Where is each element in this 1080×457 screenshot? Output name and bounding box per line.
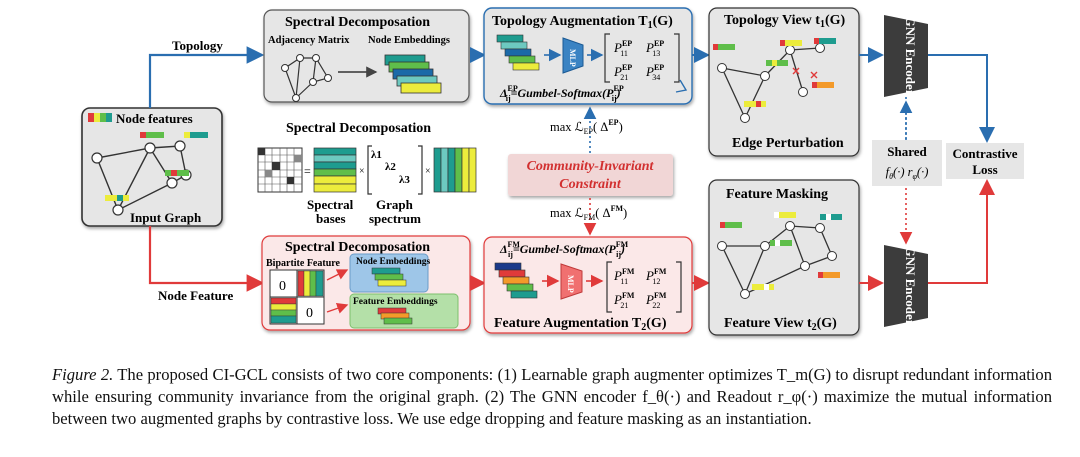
caption-figure-label: Figure 2. <box>52 365 114 384</box>
input-graph-feature-chips <box>105 132 208 201</box>
graph-spectrum-label-1: Graph <box>376 197 414 212</box>
contrastive-loss-box: Contrastive Loss <box>946 143 1024 179</box>
node-feature-icon <box>88 113 112 122</box>
community-constraint-line-1: Community-Invariant <box>527 159 655 174</box>
shared-parameters-box: Shared fθ(·) rφ(·) <box>872 140 942 186</box>
caption-text: The proposed CI-GCL consists of two core… <box>52 365 1053 428</box>
shared-functions: fθ(·) rφ(·) <box>886 165 929 181</box>
svg-text:×: × <box>425 166 431 177</box>
topology-arrow: Topology <box>148 38 265 108</box>
spectral-bases-transpose <box>433 147 477 193</box>
node-embeddings-label: Node Embeddings <box>368 35 450 46</box>
gnn-encoder-top: GNN Encoder <box>884 15 928 97</box>
feature-view-panel: Feature Masking Feature View t2(G) <box>708 179 860 336</box>
bipartite-zero-top: 0 <box>279 279 286 294</box>
figure-caption: Figure 2. The proposed CI-GCL consists o… <box>52 364 1052 430</box>
input-graph-panel: Node features Input Graph <box>81 107 223 227</box>
gnn-encoder-bottom: GNN Encoder <box>884 245 928 327</box>
community-invariant-constraint-box: Community-Invariant Constraint <box>508 154 673 196</box>
adjacency-grid-icon <box>257 147 303 193</box>
mlp-block-top: MLP <box>562 37 584 74</box>
ci-gcl-architecture-diagram: Node features Input Graph Topology Node … <box>81 7 1024 336</box>
spectral-bottom-panel: Spectral Decomposation Bipartite Feature… <box>261 235 471 331</box>
feature-augmentation-title: Feature Augmentation T2(G) <box>494 316 667 333</box>
mlp-label-bottom: MLP <box>566 275 575 293</box>
adjacency-label: Adjacency Matrix <box>268 35 350 46</box>
node-feature-arrow: Node Feature <box>148 226 265 303</box>
spectral-bases-label-2: bases <box>316 211 346 226</box>
mlp-block-bottom: MLP <box>560 263 583 300</box>
community-constraint-line-2: Constraint <box>559 177 622 192</box>
feature-masking-label: Feature Masking <box>726 187 828 202</box>
bipartite-label: Bipartite Feature <box>266 258 341 269</box>
node-embeddings-mini-label: Node Embeddings <box>356 257 430 267</box>
contrastive-label-2: Loss <box>972 162 997 177</box>
spectral-bases-label-1: Spectral <box>307 197 354 212</box>
bipartite-zero-bottom: 0 <box>306 306 313 321</box>
node-feature-label: Node Feature <box>158 288 233 303</box>
topology-label: Topology <box>172 38 223 53</box>
shared-label: Shared <box>887 144 927 159</box>
topology-view-title: Topology View t1(G) <box>724 13 846 30</box>
spectral-bottom-title: Spectral Decomposation <box>285 240 430 255</box>
input-graph-label: Input Graph <box>130 210 202 225</box>
node-features-title: Node features <box>116 111 193 126</box>
max-fm-objective: max ℒFM( ΔFM) <box>550 204 627 222</box>
feature-embeddings-mini-panel: Feature Embeddings <box>349 293 459 329</box>
node-embeddings-mini-panel: Node Embeddings <box>349 253 430 293</box>
spectral-top-panel: Spectral Decomposation Adjacency Matrix … <box>263 9 470 103</box>
spectral-middle-title: Spectral Decomposation <box>286 121 431 136</box>
bipartite-matrix: 0 0 <box>269 269 325 325</box>
edge-perturbation-label: Edge Perturbation <box>732 136 844 151</box>
spectral-middle-block: Spectral Decomposation = Spectral bases … <box>257 121 477 226</box>
mlp-label-top: MLP <box>568 49 577 67</box>
lambda-1: λ1 <box>371 149 382 161</box>
gnn-encoder-top-label: GNN Encoder <box>903 16 918 95</box>
spectral-bases-matrix <box>313 147 357 193</box>
topology-augmentation-title: Topology Augmentation T1(G) <box>492 14 673 31</box>
gnn-encoder-bottom-label: GNN Encoder <box>903 246 918 325</box>
feature-view-title: Feature View t2(G) <box>724 316 837 333</box>
svg-text:×: × <box>359 166 365 177</box>
spectral-top-title: Spectral Decomposation <box>285 15 430 30</box>
lambda-3: λ3 <box>399 174 410 186</box>
topology-view-panel: Topology View t1(G) Edge Perturbation <box>708 7 860 157</box>
feature-embeddings-mini-label: Feature Embeddings <box>353 297 438 307</box>
graph-spectrum-label-2: spectrum <box>369 211 421 226</box>
lambda-2: λ2 <box>385 161 396 173</box>
svg-text:=: = <box>304 164 311 178</box>
contrastive-label-1: Contrastive <box>953 146 1018 161</box>
max-ep-objective: max ℒEP( ΔEP) <box>550 118 623 136</box>
node-embeddings-stack <box>384 54 442 94</box>
